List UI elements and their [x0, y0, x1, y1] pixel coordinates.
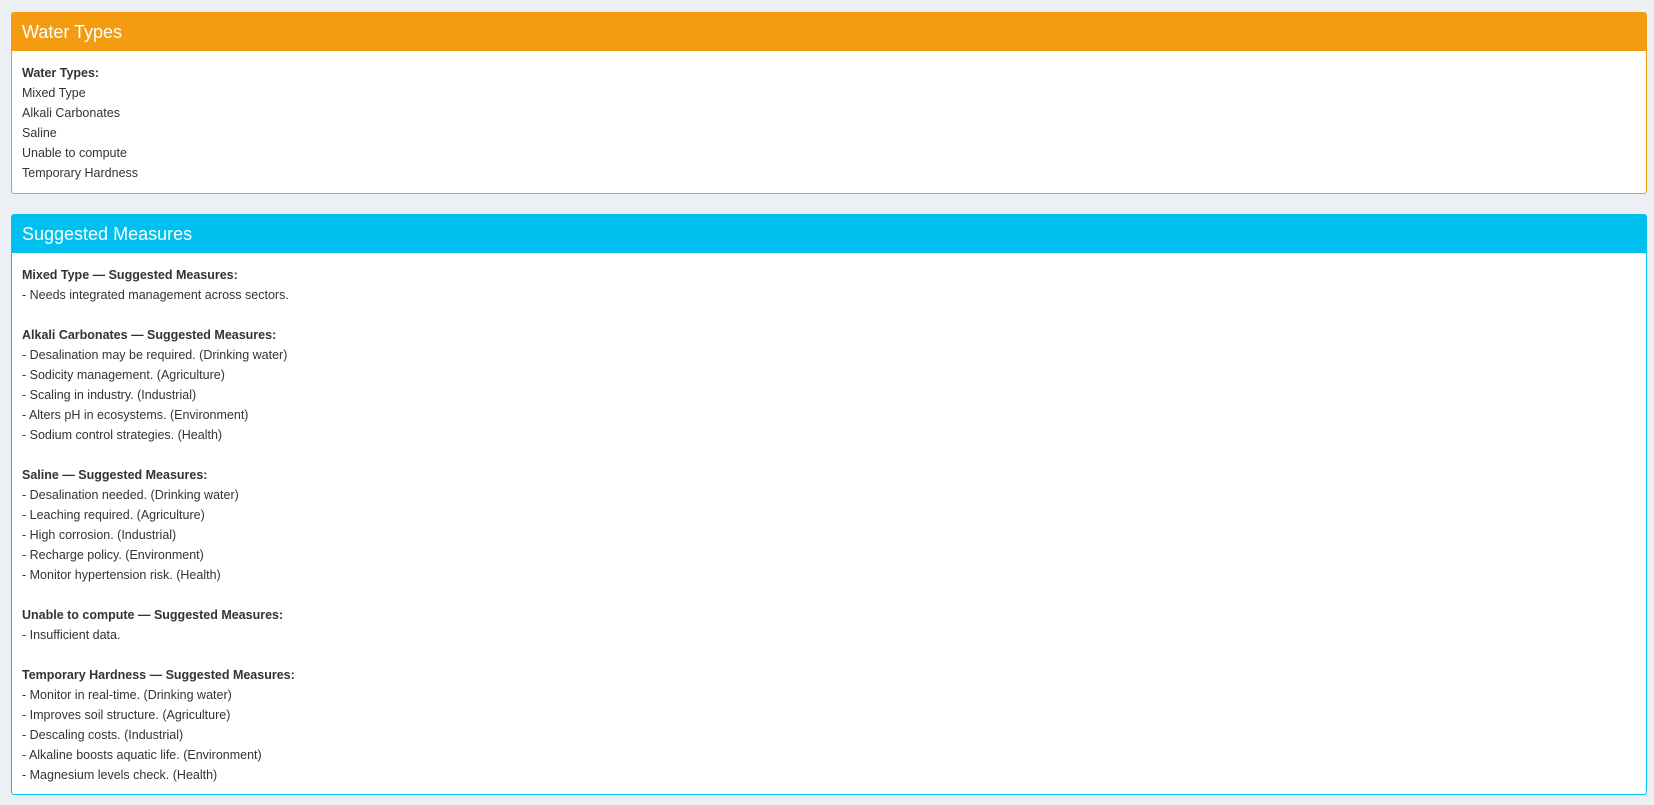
suggested-measures-panel-body: Mixed Type — Suggested Measures: - Needs… [12, 253, 1646, 795]
measure-line: - Monitor hypertension risk. (Health) [22, 568, 221, 582]
suggested-measures-panel-header: Suggested Measures [12, 215, 1646, 253]
measure-line: - High corrosion. (Industrial) [22, 528, 177, 542]
water-types-panel-body: Water Types: Mixed Type Alkali Carbonate… [12, 51, 1646, 193]
measures-group-heading: Alkali Carbonates — Suggested Measures: [22, 328, 277, 342]
measure-line: - Desalination may be required. (Drinkin… [22, 348, 288, 362]
water-type-item: Alkali Carbonates [22, 106, 120, 120]
measures-group-heading: Temporary Hardness — Suggested Measures: [22, 668, 295, 682]
measures-group-temporary-hardness: Temporary Hardness — Suggested Measures:… [22, 665, 1636, 785]
measure-line: - Leaching required. (Agriculture) [22, 508, 205, 522]
measure-line: - Sodicity management. (Agriculture) [22, 368, 225, 382]
measure-line: - Alkaline boosts aquatic life. (Environ… [22, 748, 262, 762]
water-types-heading: Water Types: [22, 66, 100, 80]
suggested-measures-panel: Suggested Measures Mixed Type — Suggeste… [11, 214, 1647, 795]
measure-line: - Scaling in industry. (Industrial) [22, 388, 197, 402]
measure-line: - Insufficient data. [22, 628, 121, 642]
water-types-panel-header: Water Types [12, 13, 1646, 51]
measure-line: - Desalination needed. (Drinking water) [22, 488, 239, 502]
water-types-panel-title: Water Types [22, 22, 123, 42]
measure-line: - Alters pH in ecosystems. (Environment) [22, 408, 249, 422]
water-types-panel: Water Types Water Types: Mixed Type Alka… [11, 12, 1647, 194]
measures-group-saline: Saline — Suggested Measures: - Desalinat… [22, 465, 1636, 585]
water-type-item: Temporary Hardness [22, 166, 139, 180]
measure-line: - Monitor in real-time. (Drinking water) [22, 688, 232, 702]
measures-group-heading: Unable to compute — Suggested Measures: [22, 608, 284, 622]
measures-group-mixed-type: Mixed Type — Suggested Measures: - Needs… [22, 265, 1636, 305]
measure-line: - Magnesium levels check. (Health) [22, 768, 218, 782]
measure-line: - Improves soil structure. (Agriculture) [22, 708, 231, 722]
measure-line: - Sodium control strategies. (Health) [22, 428, 223, 442]
suggested-measures-panel-title: Suggested Measures [22, 224, 193, 244]
measures-group-heading: Mixed Type — Suggested Measures: [22, 268, 238, 282]
measure-line: - Descaling costs. (Industrial) [22, 728, 184, 742]
measures-group-alkali-carbonates: Alkali Carbonates — Suggested Measures: … [22, 325, 1636, 445]
measure-line: - Recharge policy. (Environment) [22, 548, 204, 562]
measures-group-unable-to-compute: Unable to compute — Suggested Measures: … [22, 605, 1636, 645]
measure-line: - Needs integrated management across sec… [22, 288, 289, 302]
water-type-item: Unable to compute [22, 146, 127, 160]
water-type-item: Saline [22, 126, 57, 140]
water-type-item: Mixed Type [22, 86, 86, 100]
measures-group-heading: Saline — Suggested Measures: [22, 468, 208, 482]
